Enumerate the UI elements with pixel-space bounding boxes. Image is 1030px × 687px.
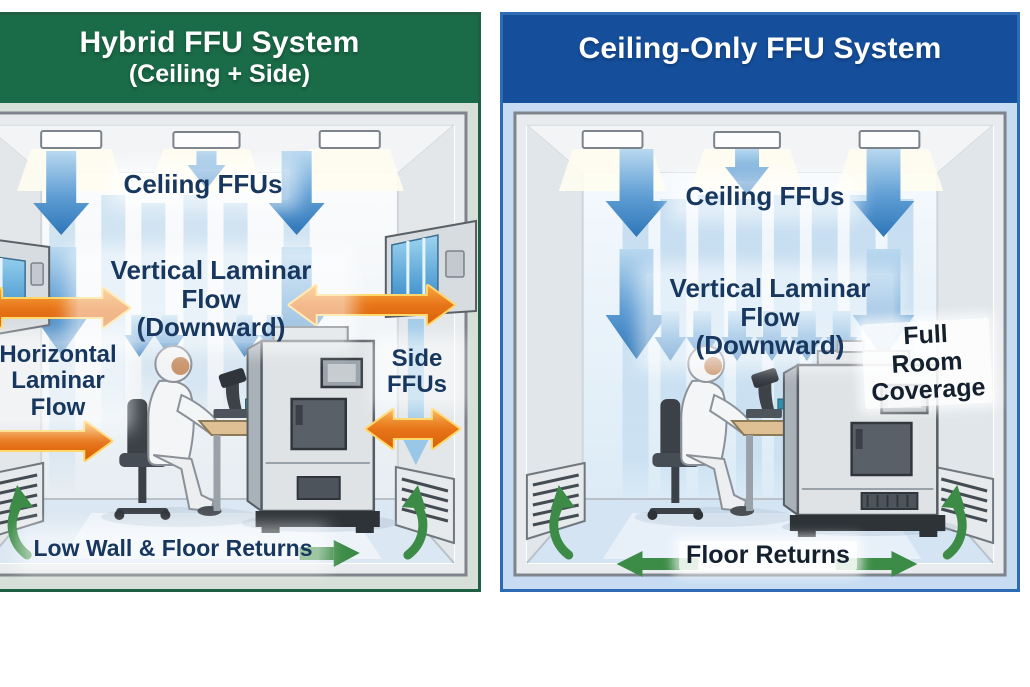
label-ceiling-ffus: Celiing FFUs <box>116 169 290 200</box>
ceiling-only-panel-title: Ceiling-Only FFU System <box>578 32 942 65</box>
return-vent-right <box>394 465 455 545</box>
label-vertical-flow: Vertical Laminar Flow (Downward) <box>77 255 345 343</box>
label-side-ffus: Side FFUs <box>380 345 454 400</box>
hybrid-panel-subtitle: (Ceiling + Side) <box>128 60 311 88</box>
hybrid-panel-header: Hybrid FFU System (Ceiling + Side) <box>0 15 478 103</box>
side-ffu-unit-right <box>384 219 477 465</box>
ceiling-only-cleanroom-scene: Ceiling FFUs Vertical Laminar Flow (Down… <box>503 103 1017 589</box>
label-full-room-coverage: Full Room Coverage <box>860 317 994 409</box>
label-horizontal-flow: Horizontal Laminar Flow <box>0 341 124 423</box>
label-vertical-flow: Vertical Laminar Flow (Downward) <box>646 273 894 361</box>
ceiling-only-ffu-panel: Ceiling-Only FFU System <box>500 12 1020 592</box>
hybrid-panel-title: Hybrid FFU System <box>79 26 360 59</box>
return-vent-right <box>934 465 995 545</box>
return-flow-arrows <box>549 485 967 577</box>
ceiling-only-panel-header: Ceiling-Only FFU System <box>503 15 1017 103</box>
operator-workstation <box>634 345 838 527</box>
hybrid-ffu-panel: Hybrid FFU System (Ceiling + Side) <box>0 12 481 592</box>
hybrid-cleanroom-scene: Celiing FFUs Vertical Laminar Flow (Down… <box>0 103 478 589</box>
side-ffu-unit-left <box>0 239 51 335</box>
label-low-wall-floor-returns: Low Wall & Floor Returns <box>26 535 320 563</box>
label-ceiling-ffus: Ceiling FFUs <box>678 181 852 212</box>
label-floor-returns: Floor Returns <box>679 541 857 571</box>
